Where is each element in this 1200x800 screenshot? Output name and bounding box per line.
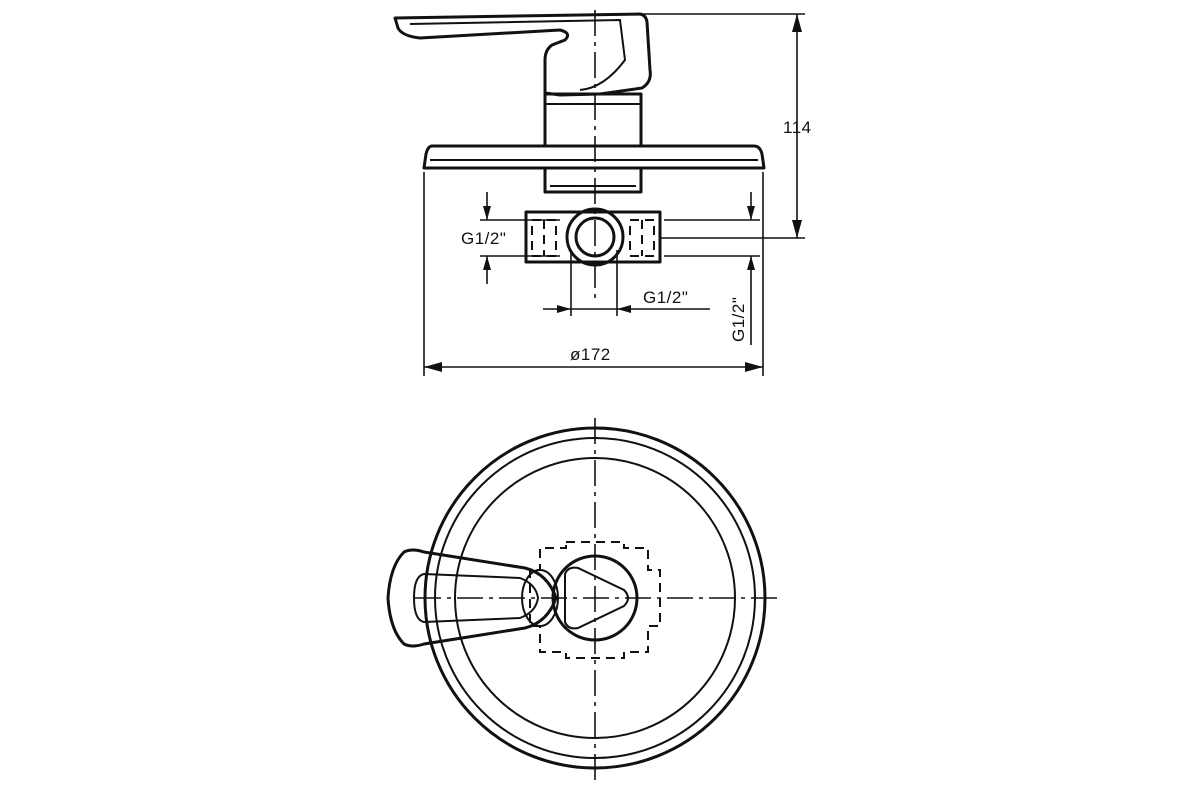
height-arrow-bottom <box>792 220 802 238</box>
valve-neck <box>543 166 643 194</box>
indicator-triangle <box>564 566 629 630</box>
outlet-bottom-dim-label: G1/2" <box>643 288 688 307</box>
height-dim-label: 114 <box>783 118 812 137</box>
height-arrow-top <box>792 14 802 32</box>
valve-body <box>524 210 662 264</box>
outlet-right-arrow-top <box>747 206 755 220</box>
inlet-dim-label: G1/2" <box>461 229 506 248</box>
escutcheon-plate <box>422 144 766 170</box>
diameter-dim-label: ø172 <box>570 345 611 364</box>
lever-handle-inner <box>409 18 627 91</box>
outlet-bottom-arrow-right <box>617 305 631 313</box>
outlet-right-dim-label: G1/2" <box>729 297 748 342</box>
inlet-arrow-top <box>483 206 491 220</box>
outlet-bottom-arrow-left <box>557 305 571 313</box>
diameter-arrow-left <box>424 362 442 372</box>
lever-top-inner <box>412 572 540 624</box>
top-view <box>386 418 780 782</box>
inlet-arrow-bottom <box>483 256 491 270</box>
diameter-arrow-right <box>745 362 763 372</box>
front-view: 114 G1/2" G1/2" G1/2" ø172 <box>393 10 812 376</box>
outlet-right-arrow-bottom <box>747 256 755 270</box>
lever-top-outer <box>386 548 558 648</box>
lever-handle <box>393 12 652 97</box>
cartridge-body <box>543 92 643 148</box>
hidden-valve-body <box>529 541 661 659</box>
